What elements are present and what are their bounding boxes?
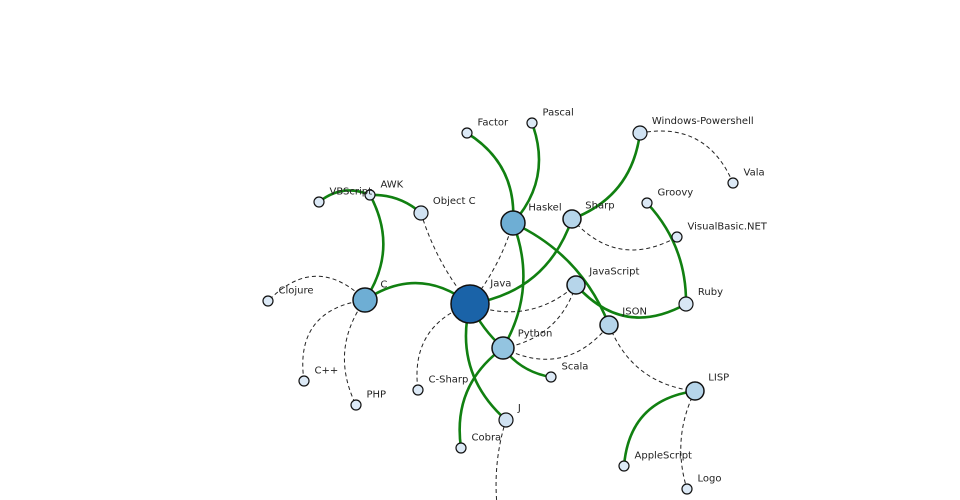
node-label-logo: Logo — [698, 474, 722, 485]
node-java[interactable] — [450, 284, 490, 324]
node-label-winps: Windows-Powershell — [652, 116, 754, 127]
node-applescript[interactable] — [618, 460, 630, 472]
node-label-cobra: Cobra — [472, 433, 502, 444]
node-label-scala: Scala — [562, 362, 589, 373]
node-label-clojure: Clojure — [279, 286, 314, 297]
node-python[interactable] — [491, 336, 515, 360]
edge-javascript-python — [502, 284, 577, 349]
edge-c-php — [343, 299, 366, 406]
node-label-haskel: Haskel — [528, 203, 561, 214]
edge-json-lisp — [608, 324, 696, 392]
node-label-pascal: Pascal — [543, 108, 574, 119]
node-label-applescript: AppleScript — [635, 451, 693, 462]
node-sharp[interactable] — [562, 209, 582, 229]
edge-sharp-vbnet — [571, 218, 678, 251]
node-vbnet[interactable] — [671, 231, 683, 243]
node-label-vala: Vala — [744, 168, 765, 179]
node-ruby[interactable] — [678, 296, 694, 312]
edge-c-cpp — [302, 299, 366, 382]
node-awk[interactable] — [364, 189, 376, 201]
node-cobra[interactable] — [455, 442, 467, 454]
edge-lisp-applescript — [622, 389, 696, 467]
node-label-cpp: C++ — [315, 366, 339, 377]
node-scala[interactable] — [545, 371, 557, 383]
node-clojure[interactable] — [262, 295, 274, 307]
node-label-vbscript: VBScript — [330, 187, 373, 198]
node-label-sharp: Sharp — [585, 201, 614, 212]
node-label-awk: AWK — [381, 180, 404, 191]
node-json[interactable] — [599, 315, 619, 335]
edge-python-cobra — [458, 346, 504, 449]
node-label-factor: Factor — [478, 118, 509, 129]
node-j[interactable] — [498, 412, 514, 428]
node-c[interactable] — [352, 287, 378, 313]
edge-javascript-ruby — [575, 284, 687, 319]
node-label-groovy: Groovy — [658, 188, 694, 199]
node-objectc[interactable] — [413, 205, 429, 221]
edge-sharp-winps — [571, 132, 642, 221]
edge-j-offscreen — [495, 419, 507, 500]
edge-haskel-python — [501, 222, 525, 349]
node-javascript[interactable] — [566, 275, 586, 295]
node-csharp[interactable] — [412, 384, 424, 396]
node-lisp[interactable] — [685, 381, 705, 401]
edge-haskel-json — [512, 221, 611, 326]
edge-groovy-ruby — [646, 202, 688, 305]
node-label-ruby: Ruby — [698, 287, 723, 298]
node-logo[interactable] — [681, 483, 693, 495]
node-label-python: Python — [518, 328, 553, 339]
node-pascal[interactable] — [526, 117, 538, 129]
edge-winps-vala — [639, 130, 734, 184]
node-haskel[interactable] — [500, 210, 526, 236]
node-label-lisp: LISP — [708, 373, 729, 384]
nodes-layer — [262, 117, 739, 495]
node-factor[interactable] — [461, 127, 473, 139]
node-label-java: Java — [489, 279, 511, 290]
node-label-php: PHP — [367, 390, 387, 401]
node-vbscript[interactable] — [313, 196, 325, 208]
node-groovy[interactable] — [641, 197, 653, 209]
node-label-javascript: JavaScript — [588, 267, 639, 278]
node-vala[interactable] — [727, 177, 739, 189]
node-label-j: J — [517, 403, 521, 414]
edge-c-clojure — [267, 275, 366, 302]
node-winps[interactable] — [632, 125, 648, 141]
node-label-json: JSON — [621, 307, 647, 318]
edge-haskel-factor — [466, 131, 515, 224]
node-php[interactable] — [350, 399, 362, 411]
edge-python-json — [502, 324, 610, 360]
node-label-objectc: Object C — [433, 196, 476, 207]
node-cpp[interactable] — [298, 375, 310, 387]
node-label-csharp: C-Sharp — [429, 375, 469, 386]
node-label-c: C — [380, 280, 387, 291]
edge-java-javascript — [469, 284, 577, 313]
node-label-vbnet: VisualBasic.NET — [688, 222, 768, 233]
edge-lisp-logo — [680, 390, 696, 490]
